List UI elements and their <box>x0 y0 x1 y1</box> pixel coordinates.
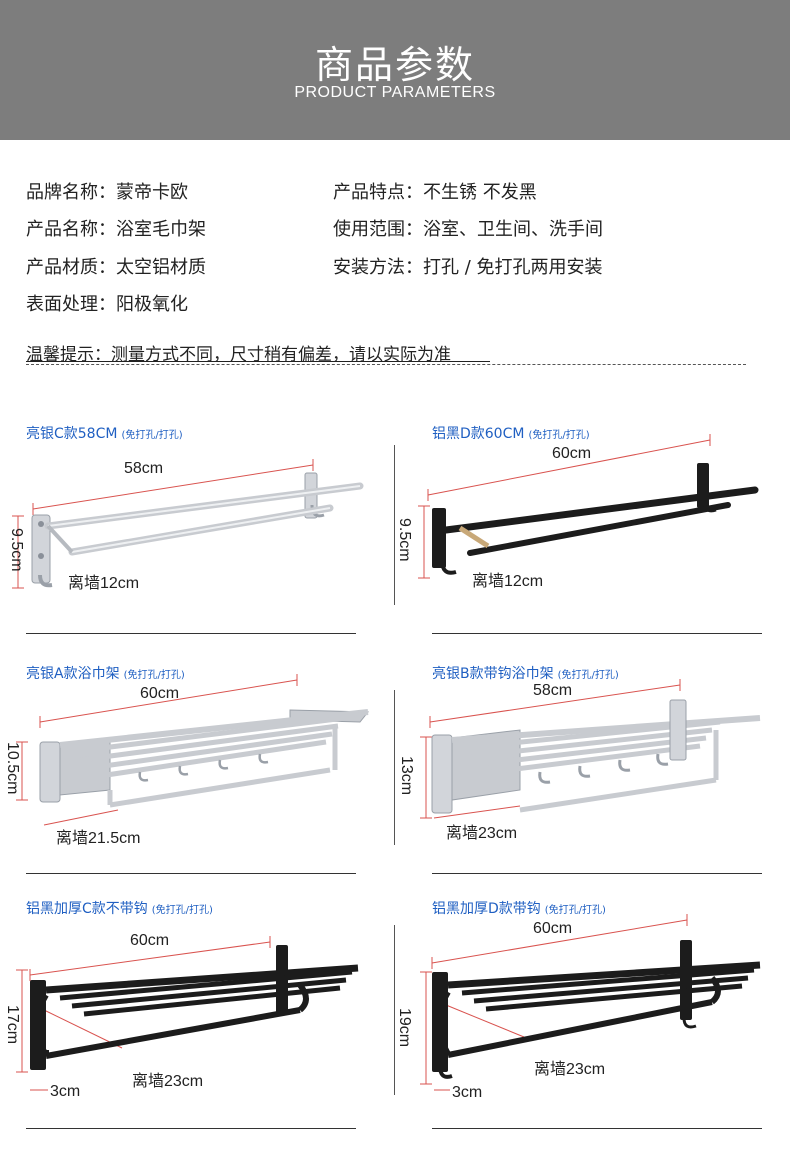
height-label: 9.5cm <box>8 528 25 572</box>
header-banner: 商品参数 PRODUCT PARAMETERS <box>0 0 790 140</box>
width-label: 60cm <box>140 685 179 702</box>
depth-label: 离墙23cm <box>446 824 517 842</box>
depth-label: 离墙12cm <box>472 572 543 590</box>
page-subtitle: PRODUCT PARAMETERS <box>294 84 496 101</box>
row-divider <box>432 873 762 874</box>
product-title: 铝黑加厚D款带钩(免打孔/打孔) <box>432 898 606 918</box>
depth-label: 离墙23cm <box>132 1072 203 1090</box>
height-label: 9.5cm <box>396 518 413 562</box>
notice-dashed-divider <box>26 364 746 365</box>
product-name: 铝黑加厚C款不带钩 <box>26 901 148 917</box>
width-label: 58cm <box>124 460 163 477</box>
product-title: 亮银A款浴巾架(免打孔/打孔) <box>26 663 185 683</box>
product-name: 铝黑加厚D款带钩 <box>432 901 541 917</box>
column-divider <box>394 445 395 605</box>
depth-label: 离墙12cm <box>68 574 139 592</box>
height-label: 10.5cm <box>4 742 21 794</box>
column-divider <box>394 690 395 845</box>
width-label: 60cm <box>533 920 572 937</box>
param-material: 产品材质：太空铝材质 <box>26 257 206 278</box>
product-name: 亮银C款58CM <box>26 426 118 442</box>
product-name: 亮银A款浴巾架 <box>26 666 120 682</box>
notice-text: 温馨提示：测量方式不同，尺寸稍有偏差，请以实际为准 <box>26 345 451 365</box>
product-title: 亮银C款58CM(免打孔/打孔) <box>26 423 183 443</box>
product-note: (免打孔/打孔) <box>544 905 606 916</box>
product-title: 铝黑加厚C款不带钩(免打孔/打孔) <box>26 898 213 918</box>
page-title: 商品参数 <box>314 43 475 87</box>
width-label: 60cm <box>552 445 591 462</box>
product-note: (免打孔/打孔) <box>123 670 185 681</box>
param-usage: 使用范围：浴室、卫生间、洗手间 <box>333 219 603 240</box>
row-divider <box>26 1128 356 1129</box>
product-note: (免打孔/打孔) <box>528 430 590 441</box>
param-brand: 品牌名称：蒙帝卡欧 <box>26 182 188 203</box>
product-name: 亮银B款带钩浴巾架 <box>432 666 554 682</box>
depth-label: 离墙21.5cm <box>56 829 140 847</box>
height-label: 13cm <box>398 756 415 795</box>
gap-label: 3cm <box>452 1084 482 1101</box>
param-product-name: 产品名称：浴室毛巾架 <box>26 219 206 240</box>
row-divider <box>432 1128 762 1129</box>
product-name: 铝黑D款60CM <box>432 426 525 442</box>
row-divider <box>432 633 762 634</box>
notice-underline <box>26 361 490 362</box>
height-label: 17cm <box>4 1005 21 1044</box>
product-title: 亮银B款带钩浴巾架(免打孔/打孔) <box>432 663 619 683</box>
product-note: (免打孔/打孔) <box>557 670 619 681</box>
row-divider <box>26 633 356 634</box>
width-label: 60cm <box>130 932 169 949</box>
param-features: 产品特点：不生锈 不发黑 <box>333 182 537 203</box>
width-label: 58cm <box>533 682 572 699</box>
product-note: (免打孔/打孔) <box>151 905 213 916</box>
gap-label: 3cm <box>50 1083 80 1100</box>
product-title: 铝黑D款60CM(免打孔/打孔) <box>432 423 590 443</box>
column-divider <box>394 925 395 1095</box>
height-label: 19cm <box>396 1008 413 1047</box>
param-surface: 表面处理：阳极氧化 <box>26 294 188 315</box>
param-install: 安装方法：打孔 / 免打孔两用安装 <box>333 257 603 278</box>
row-divider <box>26 873 356 874</box>
depth-label: 离墙23cm <box>534 1060 605 1078</box>
product-note: (免打孔/打孔) <box>121 430 183 441</box>
